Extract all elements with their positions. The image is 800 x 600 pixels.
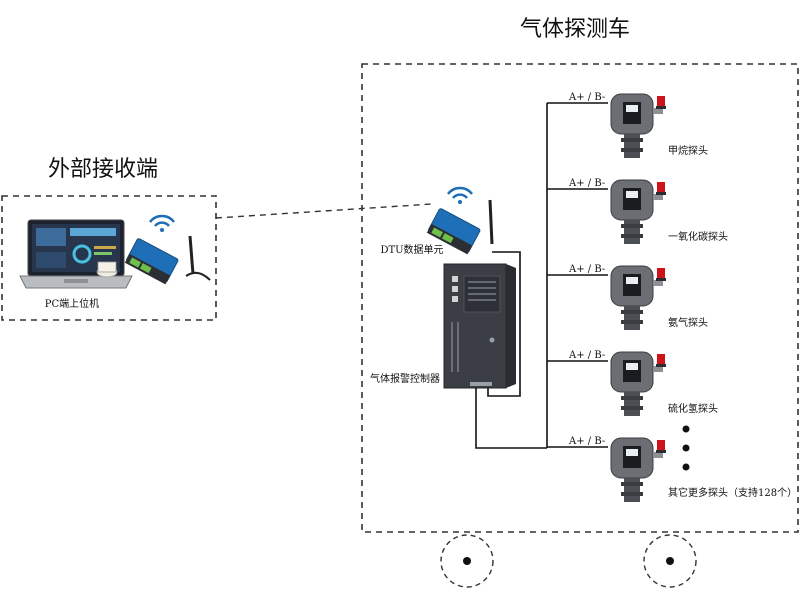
wheel-right [643,534,697,588]
bus-label-2: A+ / B- [568,178,605,189]
dtu-label: DTU数据单元 [380,243,443,256]
antenna-icon [188,235,195,275]
vehicle-title: 气体探测车 [520,17,630,42]
external-frame [1,195,217,321]
wheel-left [440,534,494,588]
bus-label-4: A+ / B- [568,350,605,361]
bus-label-1: A+ / B- [568,92,605,103]
external-dtu-device [124,214,211,285]
pc-label: PC端上位机 [45,297,99,310]
bus-label-5: A+ / B- [568,436,605,447]
wireless-link [215,203,433,219]
probe-3 [610,265,666,330]
external-title: 外部接收端 [48,157,158,182]
laptop-icon [19,219,133,289]
controller-label: 气体报警控制器 [370,372,440,385]
probe-label-1: 甲烷探头 [668,144,708,157]
alarm-controller [443,263,516,389]
probe-label-3: 氨气探头 [668,316,708,329]
vehicle-frame [361,63,799,533]
probe-label-2: 一氧化碳探头 [668,230,728,243]
probe-5 [610,437,666,502]
probe-4 [610,351,666,416]
alarm-light-icon [657,96,665,108]
probe-label-5: 其它更多探头（支持128个） [668,486,797,499]
probe-1 [610,93,666,158]
probe-label-4: 硫化氢探头 [668,402,718,415]
wifi-icon [149,214,175,232]
wiring [475,102,608,449]
more-dots [682,425,690,471]
dtu-device [426,186,494,255]
bus-label-3: A+ / B- [568,264,605,275]
probe-2 [610,179,666,244]
